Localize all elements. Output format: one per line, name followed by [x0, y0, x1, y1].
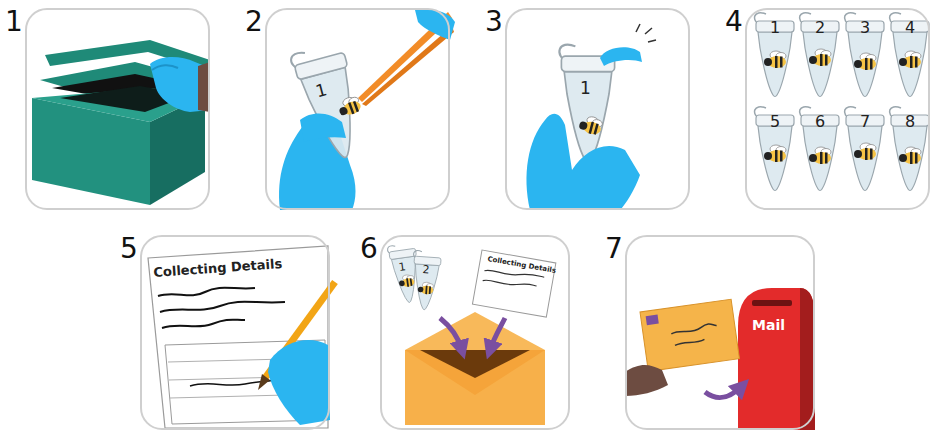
step-panel: 2 [265, 8, 450, 210]
mailbox-label: Mail [752, 318, 785, 332]
tube-number: 1 [398, 261, 406, 273]
tube-filling [279, 9, 455, 210]
tube-number: 1 [314, 81, 329, 100]
form-title: Collecting Details [153, 257, 283, 279]
tube-number: 7 [860, 114, 870, 130]
tube-number: 4 [905, 20, 915, 36]
tube-number: 1 [770, 20, 780, 36]
tube-closing [526, 24, 656, 210]
tube-number: 2 [422, 264, 430, 275]
step-number: 7 [603, 235, 625, 263]
tube-number: 1 [580, 80, 591, 97]
step-panel: 4 [745, 8, 930, 210]
step-number: 1 [3, 8, 25, 36]
details-form [148, 246, 335, 428]
collection-box [32, 40, 210, 205]
tube-number: 6 [815, 114, 825, 130]
step-number: 3 [483, 8, 505, 36]
tube-number: 3 [860, 20, 870, 36]
step-number: 6 [358, 235, 380, 263]
step-panel: 6 [380, 235, 570, 430]
step-number: 5 [118, 235, 140, 263]
envelope-packing [387, 243, 556, 425]
step-panel: 1 [25, 8, 210, 210]
step-number: 2 [243, 8, 265, 36]
tube-set [755, 13, 929, 191]
step-panel: 3 [505, 8, 690, 210]
tube-number: 8 [905, 114, 915, 130]
tube-number: 2 [815, 20, 825, 36]
step-number: 4 [723, 8, 745, 36]
tube-number: 5 [770, 114, 780, 130]
mail-posting [625, 288, 815, 430]
form-title: Collecting Details [487, 256, 557, 275]
step-panel: 7 [625, 235, 815, 430]
